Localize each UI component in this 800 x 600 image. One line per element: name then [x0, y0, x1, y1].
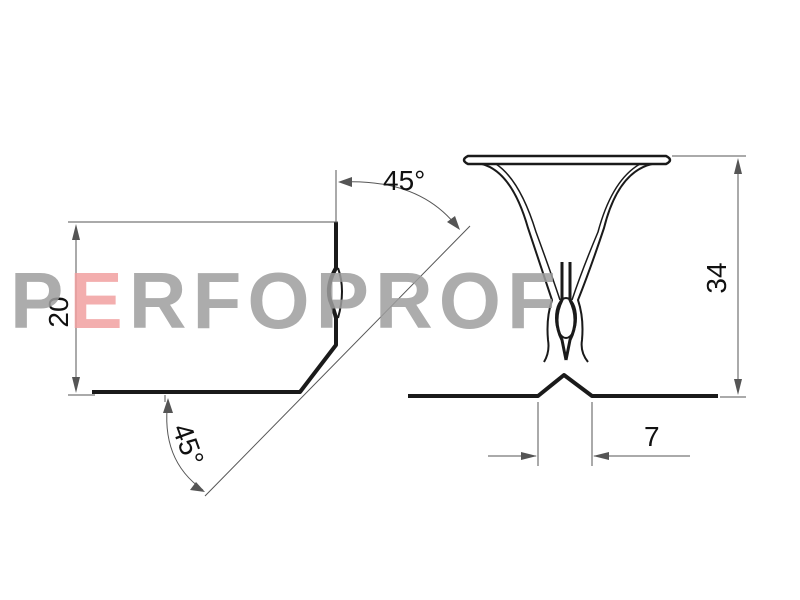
left-profile-vertical-leg [92, 222, 338, 394]
right-profile-top-flange [462, 154, 672, 166]
right-profile-left-wing-inner [495, 163, 561, 301]
right-profile-right-wing [576, 163, 653, 363]
angle-bottom: 45° [163, 398, 210, 492]
height-left-label: 20 [43, 296, 74, 327]
watermark-logo: PERFOPROF [10, 256, 562, 345]
dimension-height-right: 34 [672, 155, 746, 398]
right-profile [408, 154, 718, 398]
right-profile-right-wing-inner [571, 163, 641, 301]
dimension-height-left: 20 [43, 221, 338, 396]
angle-top-label: 45° [383, 165, 425, 196]
right-profile-base [408, 373, 718, 398]
left-profile-bulge [337, 267, 343, 319]
watermark-part-accent: E [69, 256, 128, 345]
right-profile-bulb [555, 297, 577, 339]
svg-text:PERFOPROF: PERFOPROF [10, 256, 562, 345]
height-right-label: 34 [701, 262, 732, 293]
diagonal-construction-line [204, 225, 471, 497]
right-profile-left-wing [481, 163, 554, 363]
watermark-part-rest: RFOPROF [129, 256, 562, 345]
angle-top: 45° [338, 165, 460, 230]
width-bottom-label: 7 [644, 421, 660, 452]
watermark-part-light: P [10, 256, 69, 345]
dimension-width-bottom: 7 [488, 402, 690, 466]
left-profile [92, 222, 343, 394]
angle-bottom-label: 45° [166, 419, 210, 469]
